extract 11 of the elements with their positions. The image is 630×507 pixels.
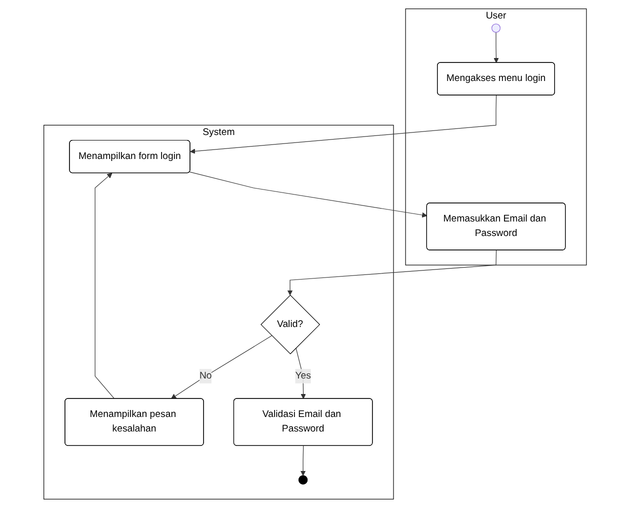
arrow [189,171,428,218]
edge-label: No [199,370,212,380]
edge-label: Yes [295,370,311,380]
arrow [300,445,306,476]
node-diamond: Valid? [260,294,320,354]
arrow [190,94,496,154]
node-circle [491,23,500,32]
arrow [170,334,272,399]
arrow [493,32,499,63]
arrow [287,249,496,295]
arrow [94,172,115,399]
